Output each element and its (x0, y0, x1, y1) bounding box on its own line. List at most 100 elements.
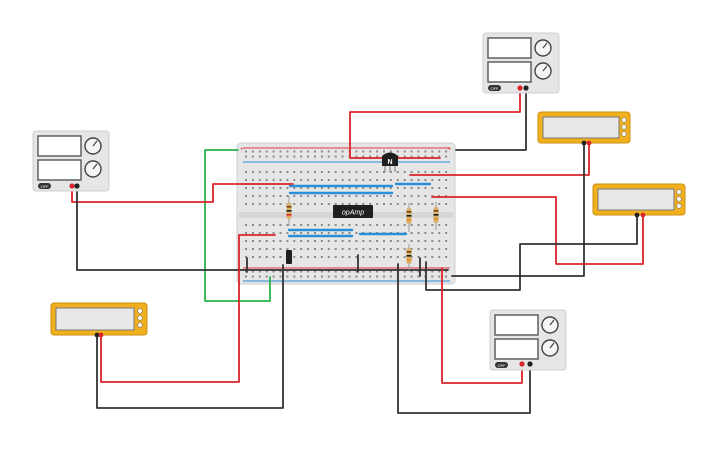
breadboard-hole[interactable] (438, 270, 441, 273)
psu-off-switch[interactable] (38, 183, 51, 189)
breadboard-hole[interactable] (307, 187, 310, 189)
breadboard-hole[interactable] (251, 275, 254, 278)
breadboard-hole[interactable] (293, 270, 296, 273)
breadboard-hole[interactable] (327, 256, 330, 258)
power-supply-left[interactable]: OFF (32, 130, 110, 192)
breadboard-hole[interactable] (410, 195, 413, 197)
breadboard-hole[interactable] (396, 187, 399, 189)
breadboard-hole[interactable] (307, 155, 310, 158)
breadboard-hole[interactable] (424, 256, 427, 258)
breadboard-hole[interactable] (403, 248, 406, 250)
breadboard-hole[interactable] (245, 150, 247, 153)
breadboard-hole[interactable] (410, 203, 413, 205)
breadboard-hole[interactable] (286, 270, 289, 273)
breadboard-hole[interactable] (417, 203, 420, 205)
breadboard-hole[interactable] (314, 240, 316, 242)
breadboard-hole[interactable] (300, 270, 303, 273)
breadboard-hole[interactable] (431, 232, 434, 234)
breadboard-hole[interactable] (376, 256, 379, 258)
breadboard-hole[interactable] (424, 224, 427, 226)
breadboard-hole[interactable] (314, 275, 316, 278)
breadboard-hole[interactable] (383, 171, 385, 173)
psu-positive-terminal[interactable] (519, 361, 525, 367)
power-supply-bottom-right[interactable]: OFF (489, 309, 567, 371)
breadboard-hole[interactable] (383, 256, 385, 258)
breadboard-hole[interactable] (403, 150, 406, 153)
breadboard-hole[interactable] (389, 171, 392, 173)
breadboard-hole[interactable] (348, 187, 351, 189)
breadboard-hole[interactable] (314, 256, 316, 258)
breadboard-hole[interactable] (431, 179, 434, 181)
opamp-chip[interactable]: opAmp (333, 205, 373, 218)
breadboard-hole[interactable] (348, 248, 351, 250)
breadboard-hole[interactable] (341, 171, 344, 173)
breadboard-hole[interactable] (355, 224, 358, 226)
breadboard-hole[interactable] (341, 203, 344, 205)
breadboard-hole[interactable] (334, 256, 337, 258)
breadboard-hole[interactable] (300, 256, 303, 258)
resistor-icon[interactable] (286, 196, 292, 226)
psu-negative-terminal[interactable] (74, 183, 80, 189)
breadboard-hole[interactable] (431, 171, 434, 173)
breadboard-hole[interactable] (396, 195, 399, 197)
breadboard-hole[interactable] (300, 203, 303, 205)
breadboard-hole[interactable] (272, 256, 275, 258)
breadboard-hole[interactable] (341, 224, 344, 226)
breadboard-hole[interactable] (251, 155, 254, 158)
breadboard-hole[interactable] (362, 171, 365, 173)
breadboard-hole[interactable] (355, 270, 358, 273)
breadboard-hole[interactable] (438, 179, 441, 181)
breadboard-hole[interactable] (355, 195, 358, 197)
breadboard-hole[interactable] (272, 232, 275, 234)
breadboard-hole[interactable] (376, 195, 379, 197)
breadboard-hole[interactable] (445, 195, 448, 197)
breadboard-hole[interactable] (417, 275, 420, 278)
breadboard-hole[interactable] (376, 203, 379, 205)
breadboard-hole[interactable] (245, 270, 247, 273)
breadboard-holes[interactable] (245, 150, 448, 278)
breadboard-hole[interactable] (355, 155, 358, 158)
breadboard-hole[interactable] (300, 187, 303, 189)
breadboard-hole[interactable] (445, 232, 448, 234)
breadboard-hole[interactable] (286, 275, 289, 278)
breadboard-hole[interactable] (265, 171, 268, 173)
breadboard-hole[interactable] (362, 248, 365, 250)
breadboard-hole[interactable] (258, 248, 261, 250)
breadboard-hole[interactable] (369, 270, 372, 273)
breadboard-hole[interactable] (348, 171, 351, 173)
breadboard-hole[interactable] (445, 240, 448, 242)
breadboard-hole[interactable] (265, 232, 268, 234)
breadboard-hole[interactable] (369, 248, 372, 250)
breadboard-hole[interactable] (341, 256, 344, 258)
breadboard-hole[interactable] (389, 150, 392, 153)
breadboard-hole[interactable] (369, 203, 372, 205)
breadboard-hole[interactable] (445, 270, 448, 273)
breadboard-hole[interactable] (417, 224, 420, 226)
breadboard-hole[interactable] (334, 155, 337, 158)
breadboard-hole[interactable] (327, 240, 330, 242)
breadboard-hole[interactable] (376, 155, 379, 158)
breadboard-hole[interactable] (265, 224, 268, 226)
jumper-wires[interactable] (287, 182, 432, 238)
breadboard-hole[interactable] (293, 240, 296, 242)
breadboard-hole[interactable] (417, 256, 420, 258)
breadboard-hole[interactable] (431, 187, 434, 189)
breadboard-hole[interactable] (445, 187, 448, 189)
breadboard-hole[interactable] (265, 179, 268, 181)
breadboard-hole[interactable] (431, 275, 434, 278)
breadboard-hole[interactable] (279, 275, 282, 278)
breadboard-hole[interactable] (431, 270, 434, 273)
breadboard-hole[interactable] (334, 203, 337, 205)
breadboard-hole[interactable] (438, 232, 441, 234)
breadboard-hole[interactable] (320, 240, 323, 242)
breadboard-hole[interactable] (355, 171, 358, 173)
breadboard-hole[interactable] (300, 248, 303, 250)
breadboard-hole[interactable] (355, 203, 358, 205)
breadboard-hole[interactable] (320, 248, 323, 250)
breadboard-hole[interactable] (300, 195, 303, 197)
breadboard-hole[interactable] (314, 224, 316, 226)
breadboard-hole[interactable] (286, 240, 289, 242)
breadboard-hole[interactable] (258, 195, 261, 197)
breadboard-hole[interactable] (383, 270, 385, 273)
breadboard-hole[interactable] (334, 224, 337, 226)
